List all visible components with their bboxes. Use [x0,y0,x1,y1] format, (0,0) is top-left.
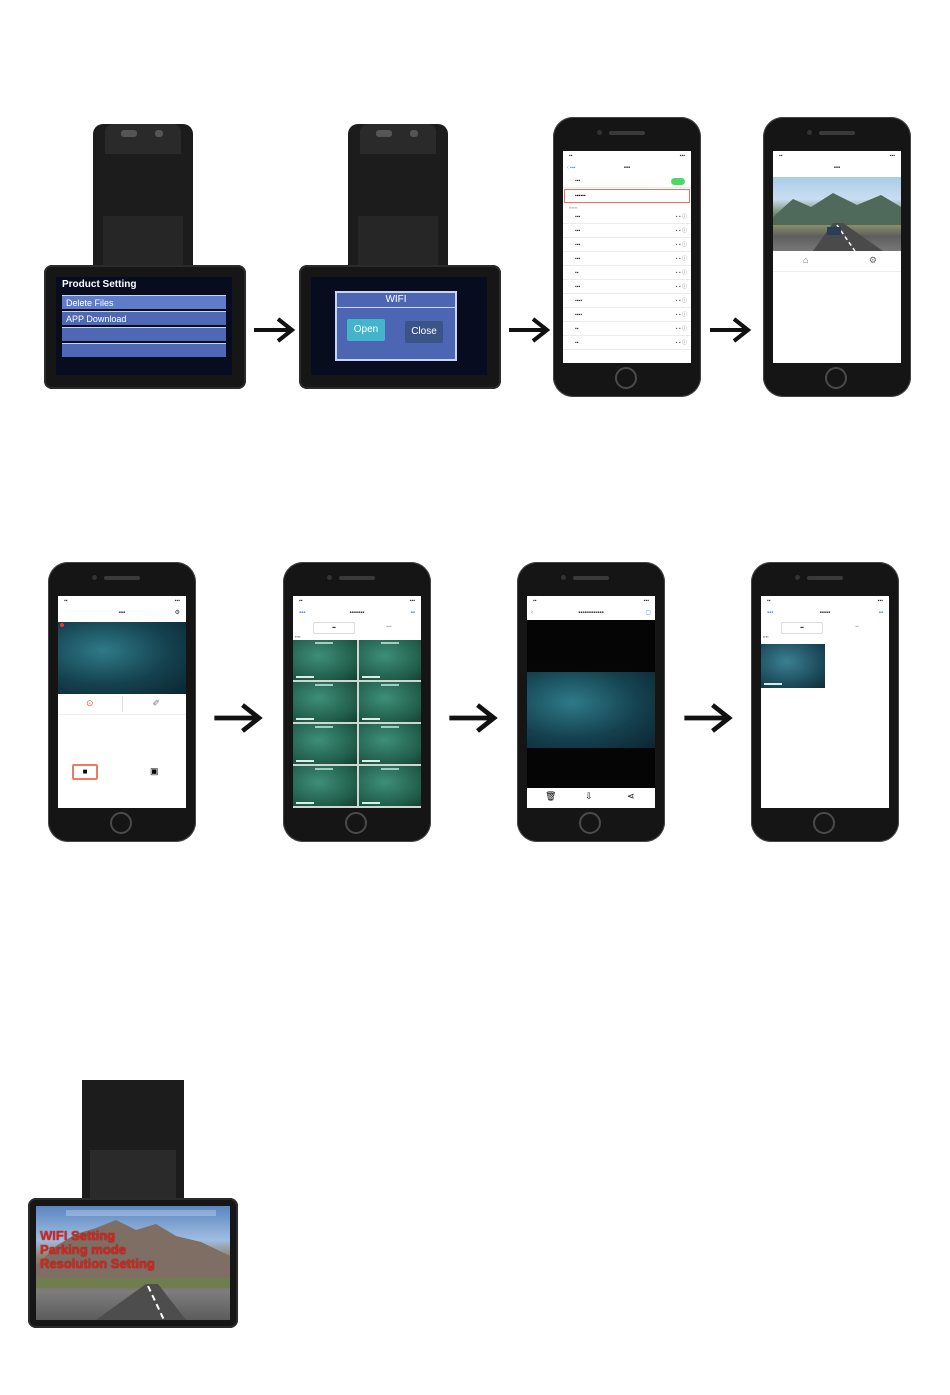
wifi-dialog-title: WIFI [385,294,407,305]
record-icon[interactable]: ⊙ [86,698,94,708]
download-icon[interactable]: ⇩ [585,791,593,801]
arrow-right-icon [254,317,296,343]
osd-line-parking: Parking mode [40,1242,126,1257]
video-files-button[interactable]: ■ [72,764,98,780]
wifi-open-button[interactable]: Open [347,319,385,341]
settings-icon[interactable]: ✐ [152,698,160,708]
road-preview-image [773,177,901,251]
phone-video-list: ▪▪▪▪▪ ▪▪▪▪▪▪▪▪▪▪▪▪ ▪▪ ▪▪▪ ▪▪▪▪ [283,562,431,842]
osd-line-resolution: Resolution Setting [40,1256,155,1271]
settings-icon[interactable]: ⚙ [868,255,877,265]
menu-item-app-download[interactable]: APP Download [62,311,226,325]
arrow-right-icon [710,317,752,343]
delete-icon[interactable]: 🗑 [545,791,557,801]
tab-photo[interactable]: ▪▪ [855,624,859,630]
saved-video-thumbnail[interactable] [761,644,825,688]
wifi-close-button[interactable]: Close [405,321,443,343]
road-preview-image: WIFI Setting Parking mode Resolution Set… [36,1206,230,1320]
phone-live-view: ▪▪▪▪▪ ▪▪▪⚙ ⊙ ✐ ■ ▣ [48,562,196,842]
tab-video[interactable]: ▪▪ [313,622,355,634]
osd-line-wifi: WIFI Setting [40,1228,116,1243]
phone-wifi-settings: ▪▪▪▪▪ ‹ ▪▪▪▪▪▪ ▪▪▪ ▪▪▪▪▪▪ ▪▪▪▪▪▪ ▪▪▪▪ ▪ … [553,117,701,397]
phone-app-home: ▪▪▪▪▪ ▪▪▪ ⌂ ⚙ [763,117,911,397]
video-playback[interactable] [527,672,655,748]
menu-item-empty [62,343,226,357]
live-video-feed [58,622,186,694]
phone-local-album: ▪▪▪▪▪ ▪▪▪▪▪▪▪▪▪▪ ▪▪ ▪▪ ▪▪▪▪ [751,562,899,842]
arrow-right-icon [214,703,263,733]
camera-icon[interactable]: ⌂ [803,255,809,265]
arrow-right-icon [684,703,733,733]
arrow-right-icon [449,703,498,733]
arrow-right-icon [509,317,551,343]
menu-title: Product Setting [62,279,137,290]
photo-files-icon[interactable]: ▣ [150,766,159,776]
tab-photo[interactable]: ▪▪▪ [386,624,392,630]
phone-video-player: ▪▪▪▪▪ ‹▪▪▪▪▪▪▪▪▪▪▪▪▢ 🗑 ⇩ ⋖ [517,562,665,842]
tab-video[interactable]: ▪▪ [781,622,823,634]
menu-item-delete-files[interactable]: Delete Files [62,295,226,309]
menu-item-empty [62,327,226,341]
share-icon[interactable]: ⋖ [627,791,635,801]
osd-status-bar [66,1210,216,1216]
